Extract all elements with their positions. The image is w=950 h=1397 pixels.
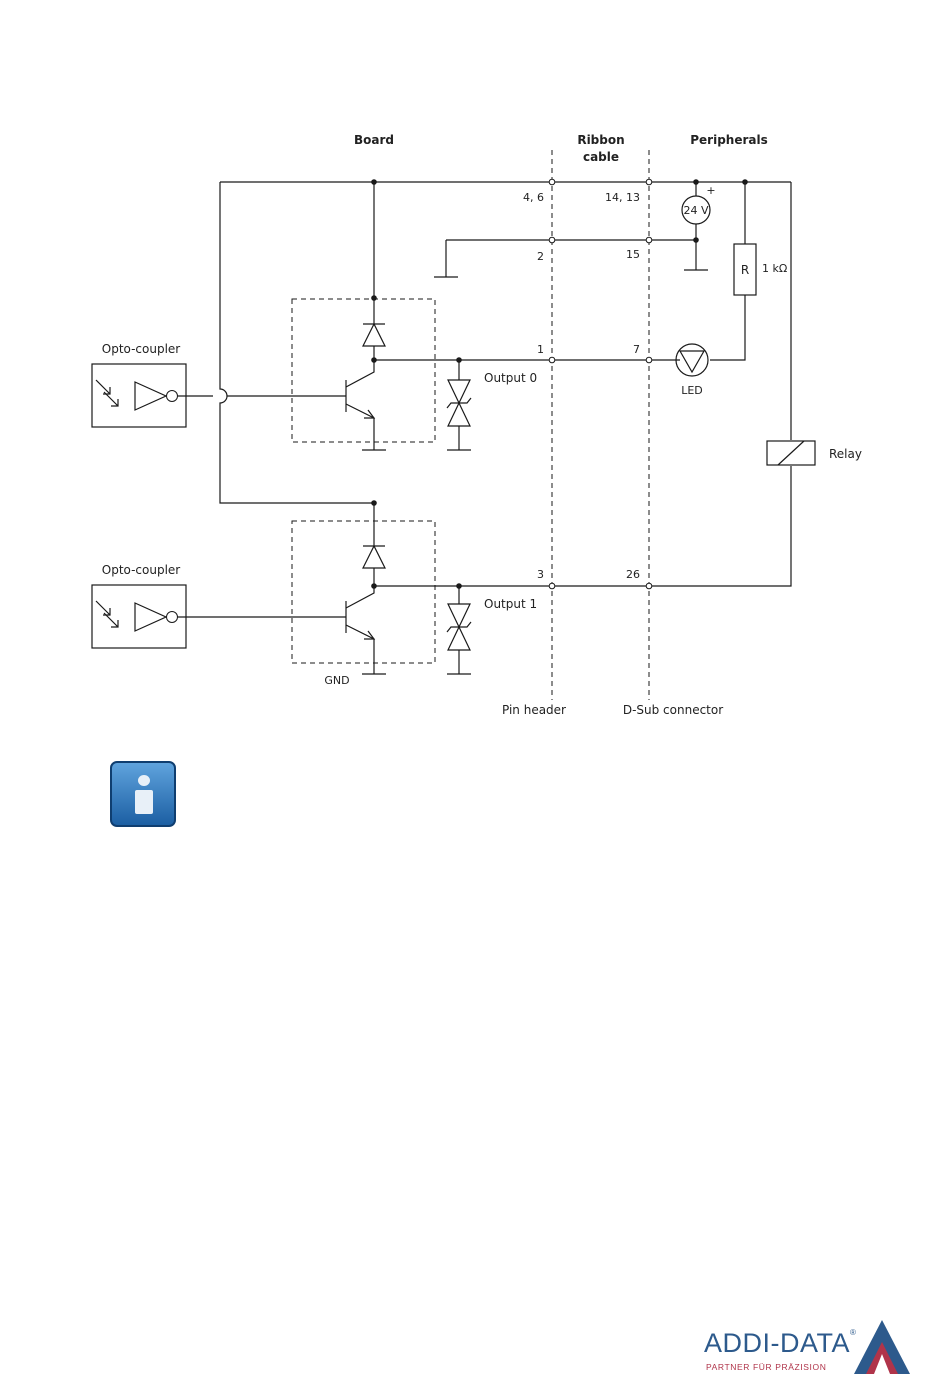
relay (767, 441, 815, 465)
pin-label-3: 3 (537, 568, 544, 581)
logo-tagline: PARTNER FÜR PRÄZISION (706, 1362, 826, 1372)
ribbon-header-line1: Ribbon (577, 133, 624, 147)
led (676, 344, 708, 376)
board-header: Board (354, 133, 394, 147)
info-icon (110, 761, 176, 827)
pin-label-14-13: 14, 13 (605, 191, 640, 204)
ribbon-header-line2: cable (583, 150, 619, 164)
pin-label-26: 26 (626, 568, 640, 581)
pin-label-2: 2 (537, 250, 544, 263)
logo-name: ADDI-DATA® (704, 1328, 856, 1359)
opto-coupler-top (92, 364, 186, 427)
info-icon-stem (135, 790, 153, 814)
opto-coupler-top-label: Opto-coupler (102, 342, 181, 356)
transistor-stage-0 (178, 298, 680, 450)
supply-voltage-label: 24 V (683, 204, 708, 217)
resistor-symbol: R (741, 263, 749, 277)
pin-label-7: 7 (633, 343, 640, 356)
opto-coupler-bottom-label: Opto-coupler (102, 563, 181, 577)
output1-label: Output 1 (484, 597, 537, 611)
logo-triangle-icon (852, 1318, 912, 1376)
opto-coupler-bottom (92, 585, 186, 648)
pin-label-4-6: 4, 6 (523, 191, 544, 204)
logo-name-text: ADDI-DATA (704, 1328, 850, 1358)
gnd-label: GND (324, 674, 349, 687)
led-label: LED (681, 384, 703, 397)
pin-header-label: Pin header (502, 703, 566, 717)
ground-line (434, 237, 708, 277)
resistor-value: 1 kΩ (762, 262, 787, 275)
transistor-stage-1 (178, 520, 652, 674)
pin-label-15: 15 (626, 248, 640, 261)
output0-label: Output 0 (484, 371, 537, 385)
dsub-connector-label: D-Sub connector (623, 703, 723, 717)
circuit-diagram: Board Ribbon cable Peripherals (0, 0, 950, 760)
supply-plus-label: + (706, 184, 715, 197)
info-icon-dot (138, 775, 150, 786)
peripherals-header: Peripherals (690, 133, 768, 147)
relay-label: Relay (829, 447, 862, 461)
addi-data-logo: ADDI-DATA® PARTNER FÜR PRÄZISION (704, 1318, 914, 1382)
pin-label-1: 1 (537, 343, 544, 356)
